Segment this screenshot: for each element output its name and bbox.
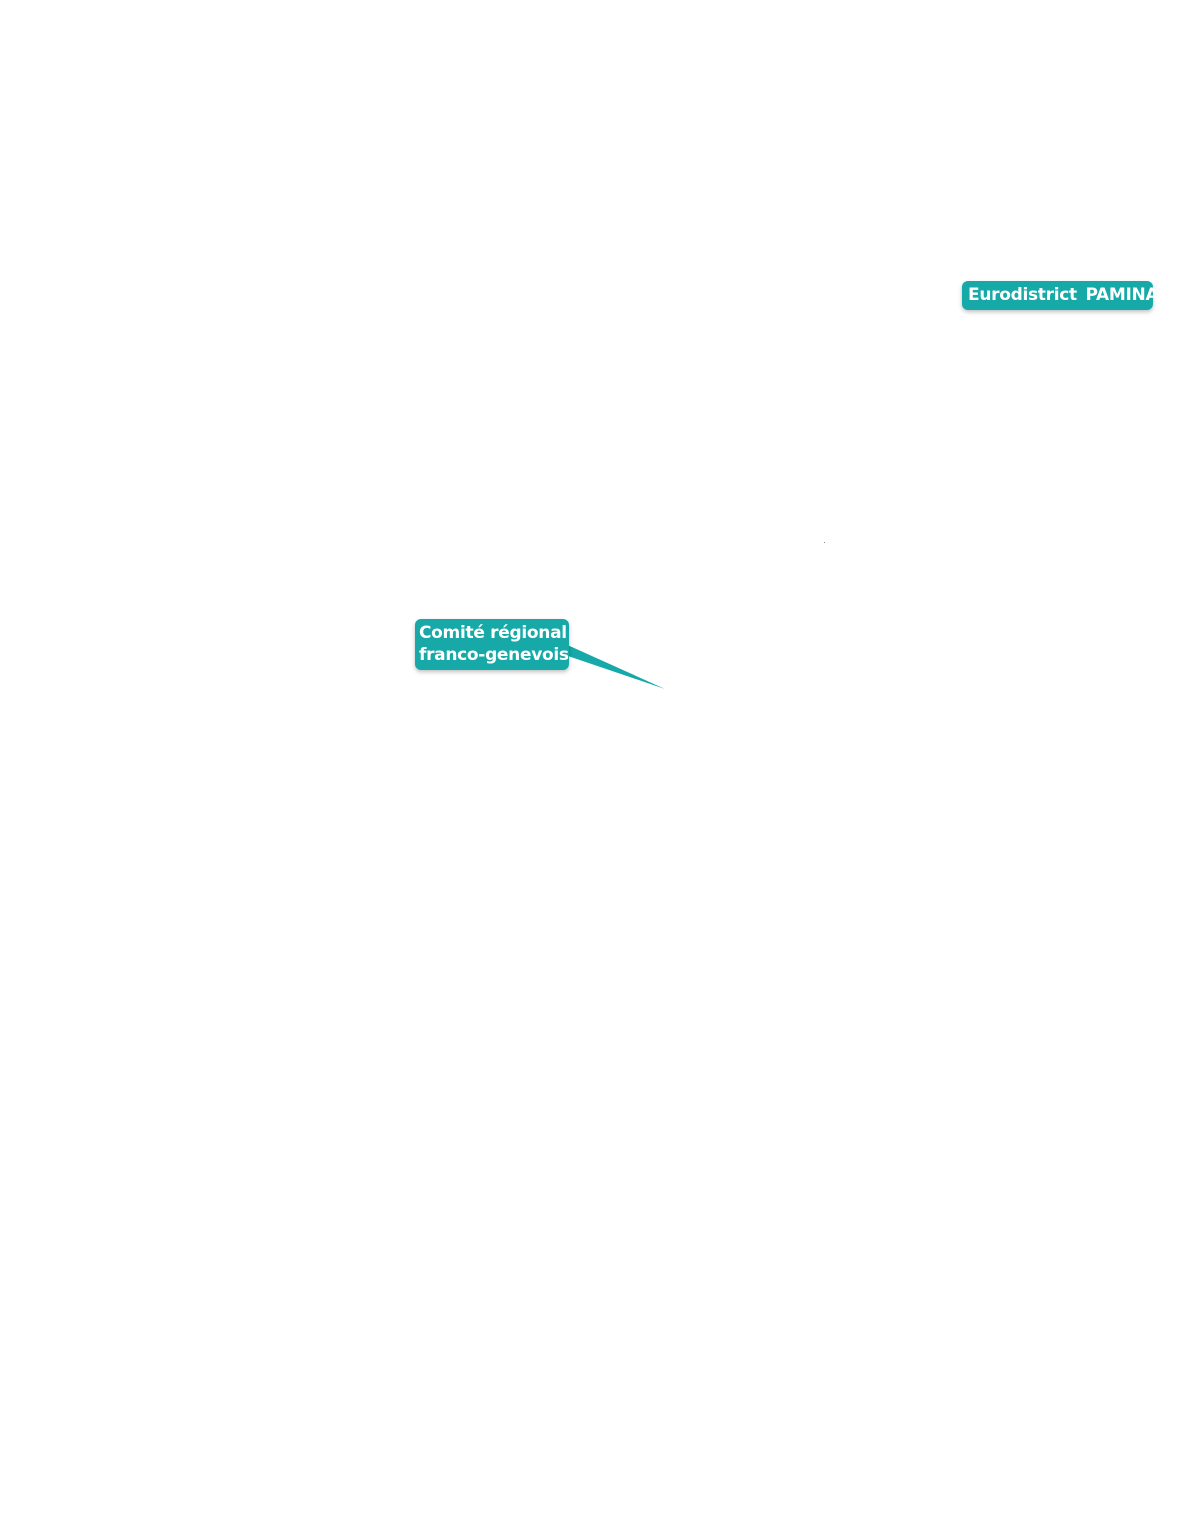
region-label-comite-franco-genevois[interactable]: Comité régional franco-genevois (415, 619, 569, 670)
map-marker-dot (824, 542, 825, 543)
region-label-line-2: franco-genevois (419, 645, 569, 665)
region-label-eurodistrict-pamina[interactable]: Eurodistrict PAMINA (962, 281, 1159, 310)
region-label-line-1: Comité régional (419, 623, 567, 643)
callout-pointer-shape (563, 643, 665, 689)
